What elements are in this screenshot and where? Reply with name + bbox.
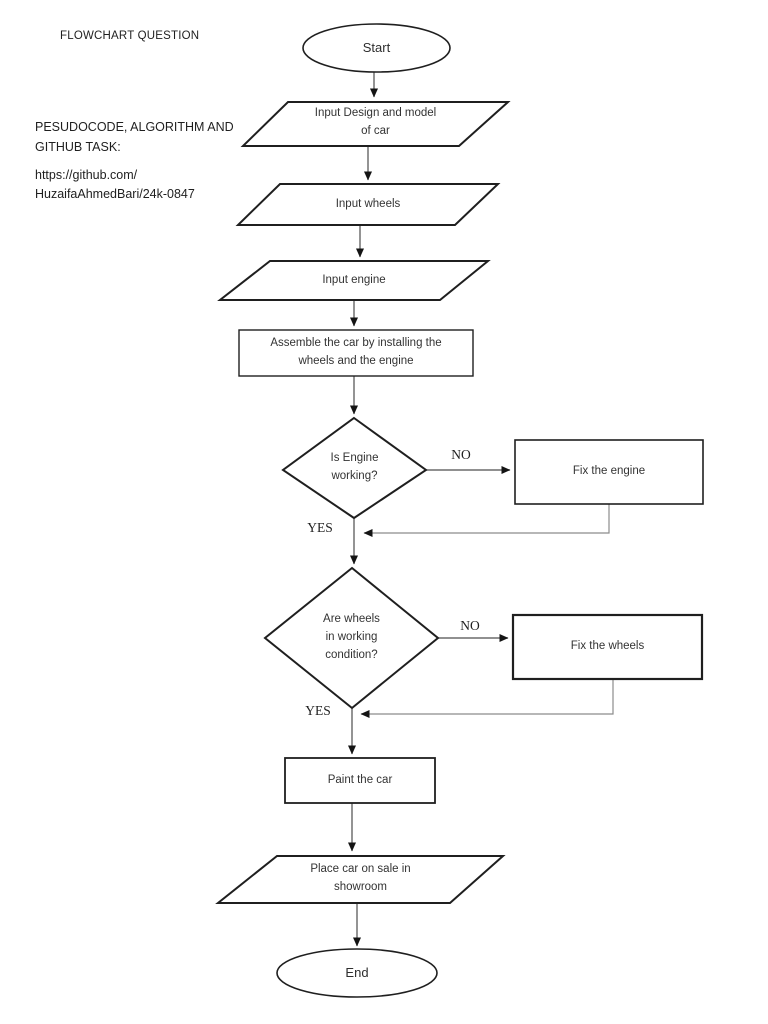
- input-wheels-parallelogram-shape: [235, 183, 501, 226]
- start-terminator-shape: [302, 23, 451, 73]
- fix-engine-process-shape: [514, 439, 704, 505]
- paint-process-shape: [284, 757, 436, 804]
- edge-fix-wheels-return: [360, 679, 614, 718]
- edge-fix-engine-return: [363, 504, 610, 537]
- input-design-parallelogram-shape: [240, 101, 511, 147]
- input-engine-parallelogram-shape: [217, 260, 491, 301]
- fix-wheels-process-shape: [511, 613, 704, 681]
- page-title: FLOWCHART QUESTION: [60, 30, 200, 42]
- github-url: https://github.com/ HuzaifaAhmedBari/24k…: [35, 168, 195, 201]
- task-description: PESUDOCODE, ALGORITHM AND GITHUB TASK:: [35, 120, 234, 154]
- assemble-process-shape: [238, 329, 474, 377]
- engine-check-diamond-shape: [281, 416, 428, 520]
- place-on-sale-parallelogram-shape: [215, 855, 506, 904]
- end-terminator-shape: [276, 948, 438, 998]
- wheels-check-diamond-shape: [263, 566, 440, 710]
